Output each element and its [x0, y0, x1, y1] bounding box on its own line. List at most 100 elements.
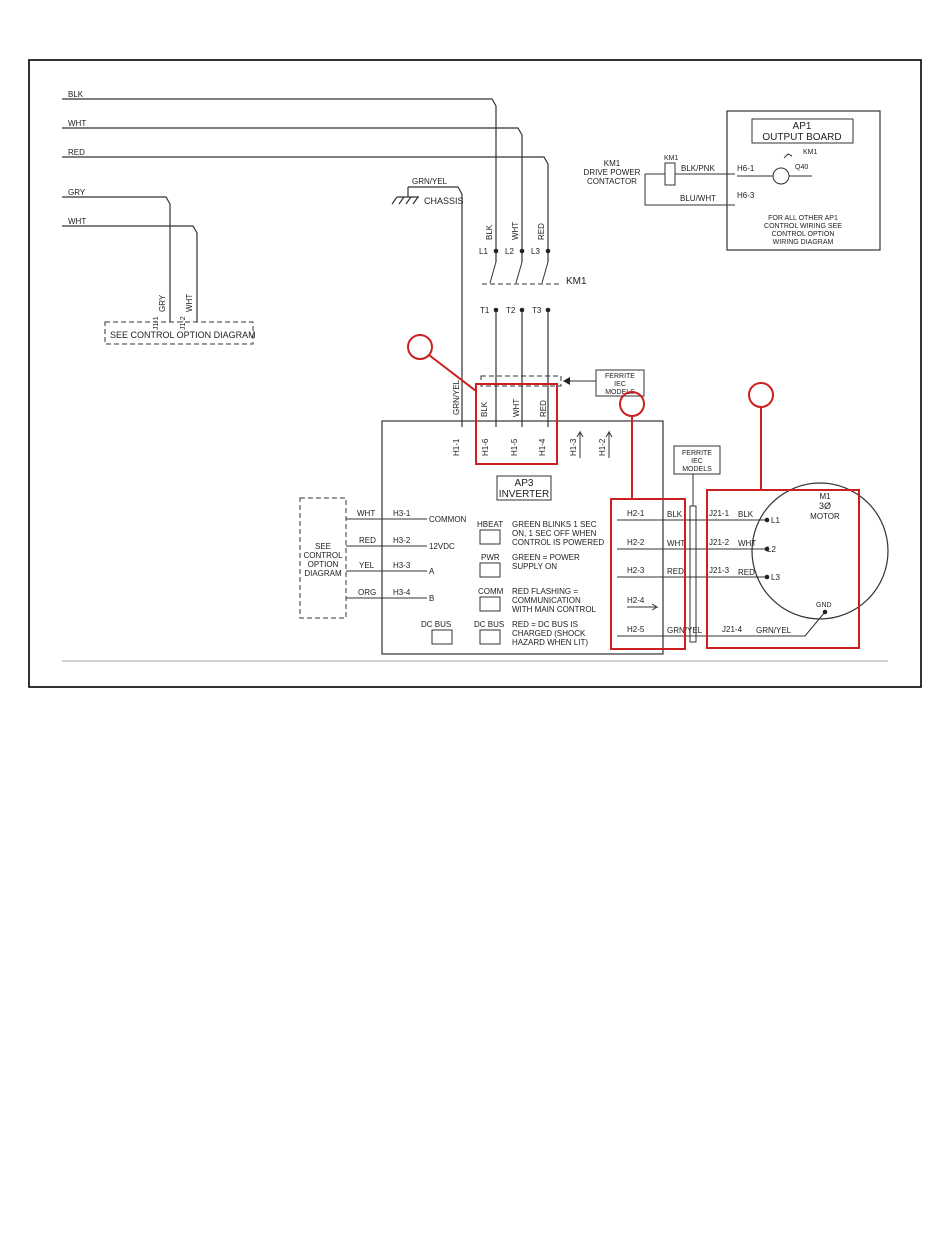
ap3-h1-6: H1-6: [481, 438, 490, 456]
km1-dot-l1: [493, 248, 499, 254]
led-pwr-icon: [479, 562, 501, 578]
ferrite-top-box: [595, 369, 645, 397]
h3-yel: YEL: [359, 561, 375, 570]
label-chassis: CHASSIS: [424, 196, 464, 206]
h3-common: COMMON: [429, 515, 467, 524]
km1-coil-wire-bottom: [644, 173, 735, 206]
ap1-title-box: [751, 118, 854, 144]
motor-type: MOTOR: [810, 512, 840, 521]
label-blu-wht: BLU/WHT: [680, 194, 716, 203]
label-j1-1: J1-1: [153, 316, 160, 330]
q40-relay-coil: [772, 167, 790, 185]
label-j1-wht: WHT: [185, 294, 194, 312]
ap1-title1: AP1: [793, 121, 812, 132]
motor-l1: L1: [771, 516, 780, 525]
highlight-callouts: [407, 334, 860, 650]
motor-dot-l1: [764, 517, 770, 523]
km1-label: KM1: [566, 276, 587, 287]
ap1-h6-1: H6-1: [737, 164, 755, 173]
km1-contact-gap: [493, 262, 553, 308]
label-wht-2: WHT: [68, 217, 86, 226]
km1-l1: L1: [479, 247, 488, 256]
h3-see4: DIAGRAM: [304, 569, 342, 578]
ferrite-top-line2: IEC: [614, 381, 626, 388]
km1-contactor: BLK WHT RED L1 L2 L3 KM1 T1 T2 T3: [479, 222, 587, 315]
highlight-box-motor: [706, 489, 860, 649]
ap3-h1-2: H1-2: [598, 438, 607, 456]
h3-a: A: [429, 567, 435, 576]
ap3-title2: INVERTER: [499, 489, 549, 500]
ap3-box: [381, 420, 664, 655]
motor-l3: L3: [771, 573, 780, 582]
highlight-box-h2: [610, 498, 686, 650]
ap3-h1-5: H1-5: [510, 438, 519, 456]
q40-arrow: [783, 153, 793, 159]
diagram-border: [28, 59, 922, 688]
callout-leader-1: [428, 354, 477, 392]
ferrite-top-line1: FERRITE: [605, 373, 635, 380]
h2-2: H2-2: [627, 538, 645, 547]
motor-name: M1: [819, 492, 831, 501]
h3-red: RED: [359, 536, 376, 545]
ap1-note3: CONTROL OPTION: [772, 231, 835, 238]
h3-1: H3-1: [393, 509, 411, 518]
motor-dot-l3: [764, 574, 770, 580]
led-comm-icon: [479, 596, 501, 612]
km1-dot-t1: [493, 307, 499, 313]
led-pwr-name: PWR: [481, 553, 500, 562]
led-comm-desc1: RED FLASHING =: [512, 587, 578, 596]
ferrite-right-line1: FERRITE: [682, 450, 712, 457]
h3-see2: CONTROL: [303, 551, 343, 560]
km1-dot-t2: [519, 307, 525, 313]
j21-wire-wht: WHT: [738, 539, 756, 548]
km1-dot-l3: [545, 248, 551, 254]
km1-l3: L3: [531, 247, 540, 256]
ferrite-right-line3: MODELS: [682, 466, 712, 473]
supply-wires: BLK WHT RED: [62, 90, 549, 427]
h3-see3: OPTION: [308, 560, 339, 569]
wire-gry: [62, 196, 171, 322]
h3-4: H3-4: [393, 588, 411, 597]
j21-2: J21-2: [709, 538, 730, 547]
h3-b: B: [429, 594, 434, 603]
chassis-symbol: [391, 187, 419, 205]
label-j1-gry: GRY: [158, 294, 167, 312]
motor-l2: L2: [767, 545, 776, 554]
ap1-km1: KM1: [803, 149, 818, 156]
h3-3: H3-3: [393, 561, 411, 570]
ap1-q40: Q40: [795, 164, 808, 171]
motor-phase: 3Ø: [819, 501, 831, 511]
led-hbeat-icon: [479, 529, 501, 545]
motor-m1: M1 3Ø MOTOR L1 L2 L3 GND: [751, 482, 889, 620]
h2-3: H2-3: [627, 566, 645, 575]
led-dcbus-desc2: CHARGED (SHOCK: [512, 629, 586, 638]
control-option-box: [104, 321, 254, 345]
ap1-note4: WIRING DIAGRAM: [773, 239, 834, 246]
led-dcbus-name: DC BUS: [421, 620, 451, 629]
km1-contacts: [489, 261, 549, 284]
led-hbeat-desc3: CONTROL IS POWERED: [512, 538, 604, 547]
ap3-inverter: BLK WHT RED H1-1 H1-6 H1-5 H1-4 H1-3 H1-…: [299, 399, 664, 655]
callout-circle-3: [748, 382, 774, 408]
led-dcbus2-name: DC BUS: [474, 620, 504, 629]
ap3-h1-4: H1-4: [538, 438, 547, 456]
ap3-h1-3: H1-3: [569, 438, 578, 456]
km1-coil-label: KM1: [664, 155, 679, 162]
h3-see-box: [299, 497, 347, 619]
ap1-note1: FOR ALL OTHER AP1: [768, 215, 838, 222]
km1-dot-t3: [545, 307, 551, 313]
callout-circle-1: [407, 334, 433, 360]
led-comm-name: COMM: [478, 587, 504, 596]
h2-4: H2-4: [627, 596, 645, 605]
km1-wire-wht: WHT: [511, 222, 520, 240]
led-comm-desc3: WITH MAIN CONTROL: [512, 605, 597, 614]
km1-l2: L2: [505, 247, 514, 256]
ferrite-top-line3: MODELS: [605, 389, 635, 396]
motor-wire-gnd: [617, 611, 826, 637]
led-hbeat-desc1: GREEN BLINKS 1 SEC: [512, 520, 597, 529]
h3-see1: SEE: [315, 542, 331, 551]
led-hbeat-name: HBEAT: [477, 520, 503, 529]
km1-coil-symbol: [664, 162, 676, 186]
